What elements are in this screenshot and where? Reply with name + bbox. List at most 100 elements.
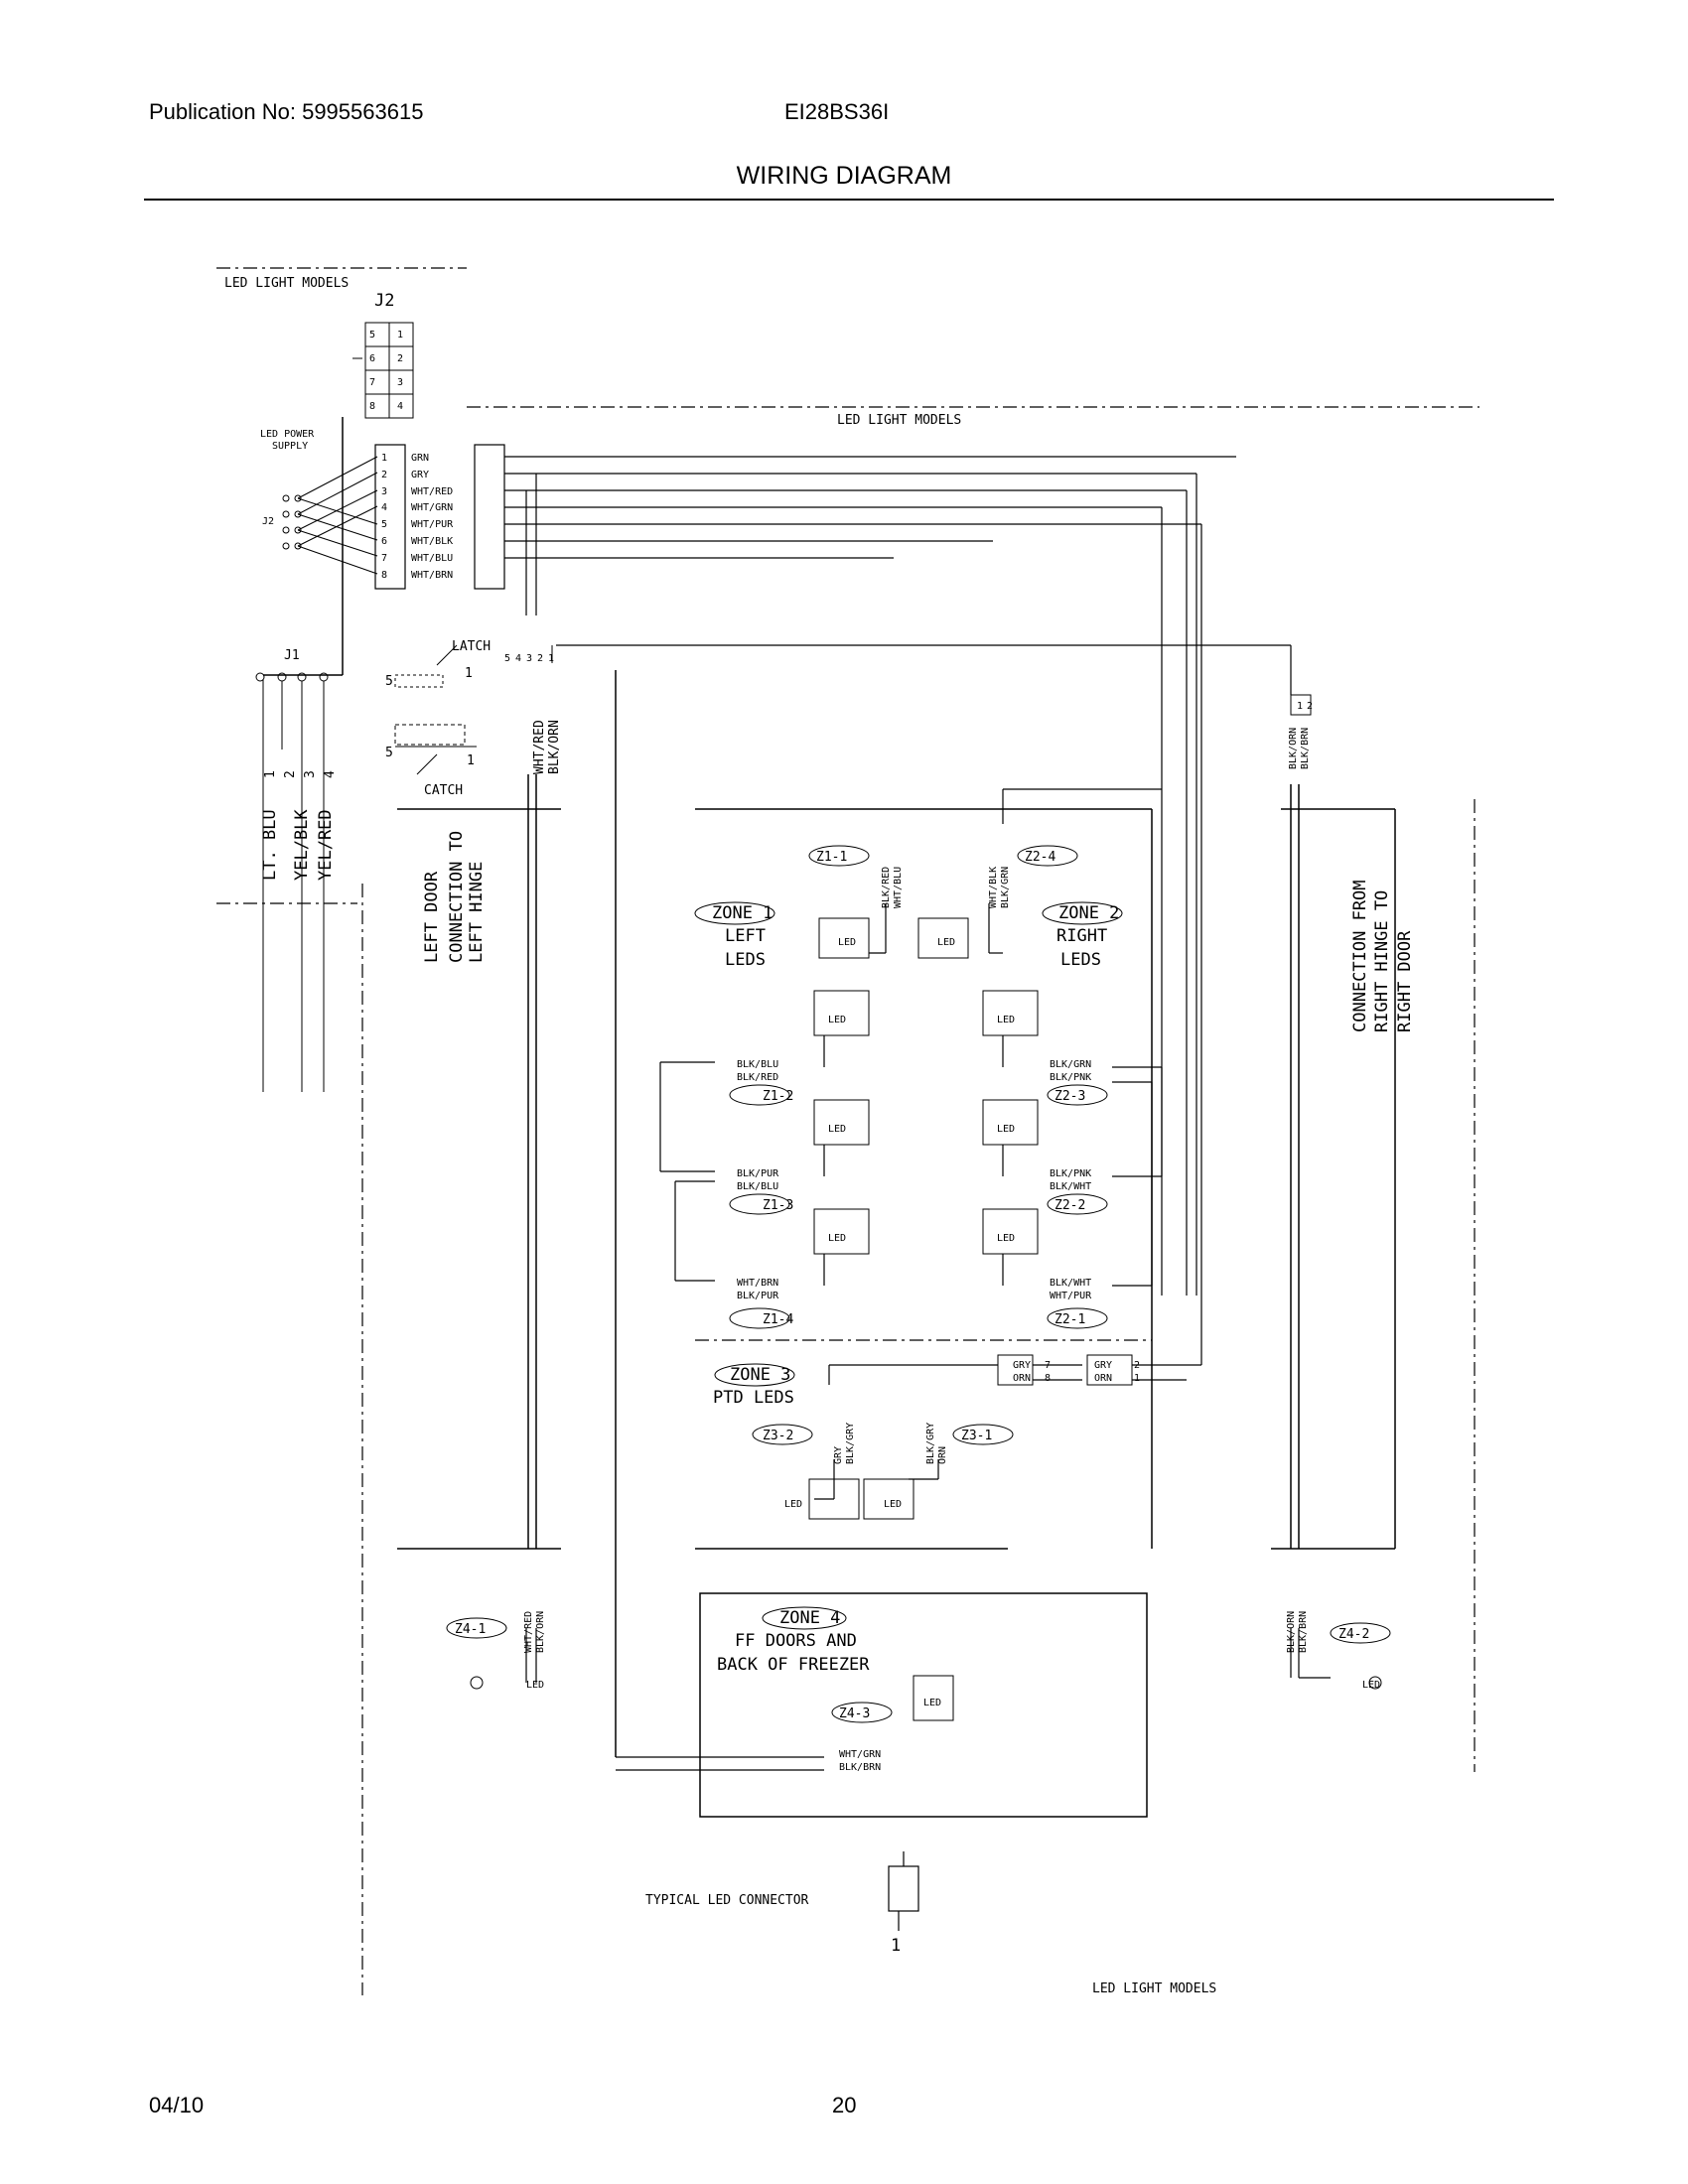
svg-text:WHT/BLK: WHT/BLK [411, 536, 453, 547]
svg-text:2: 2 [283, 770, 298, 778]
publication-number: Publication No: 5995563615 [149, 99, 424, 124]
j1-label: J1 [284, 648, 300, 663]
z4-2-label: Z4-2 [1338, 1627, 1369, 1642]
svg-text:7: 7 [381, 553, 387, 564]
z3-2-bubble [752, 1424, 813, 1445]
svg-text:BLK/BRN: BLK/BRN [1300, 728, 1311, 769]
svg-text:LED: LED [828, 1233, 846, 1244]
svg-text:4: 4 [381, 502, 387, 513]
zone4-sub1: FF DOORS AND [735, 1631, 857, 1651]
z2-1-wire-2: WHT/PUR [1050, 1291, 1092, 1301]
z4-1-bubble [446, 1617, 507, 1639]
z3-orn-b: ORN [1094, 1373, 1112, 1384]
svg-text:GRY: GRY [411, 470, 429, 480]
led-power-label-2: SUPPLY [272, 441, 308, 452]
svg-text:LED: LED [1362, 1680, 1380, 1691]
z2-1-wire-1: BLK/WHT [1050, 1278, 1091, 1289]
j1-terminals [255, 672, 329, 1092]
svg-text:3: 3 [303, 770, 318, 778]
svg-text:WHT/GRN: WHT/GRN [411, 502, 453, 513]
right-hinge-pin-1: 1 [1297, 701, 1303, 712]
j2-pin-2: 2 [397, 353, 403, 364]
supply-harness-block [474, 444, 505, 590]
z4-3-bubble [831, 1702, 893, 1723]
z2-4-bubble [1017, 845, 1078, 867]
svg-text:4: 4 [323, 770, 338, 778]
svg-text:YEL/BLK: YEL/BLK [292, 809, 312, 881]
svg-text:CONNECTION FROM: CONNECTION FROM [1350, 880, 1370, 1032]
j2-pin-8: 8 [369, 401, 375, 412]
svg-text:WHT/BLK: WHT/BLK [988, 867, 999, 908]
j2-pin-6: 6 [369, 353, 375, 364]
z4-3-wire-2: BLK/BRN [839, 1762, 881, 1773]
z3-1-label: Z3-1 [961, 1429, 992, 1443]
svg-text:LED: LED [828, 1015, 846, 1025]
svg-text:GRN: GRN [411, 453, 429, 464]
j2-pin-3: 3 [397, 377, 403, 388]
svg-text:LEFT HINGE: LEFT HINGE [467, 862, 487, 963]
right-door-label: CONNECTION FROM RIGHT HINGE TO RIGHT DOO… [1350, 880, 1415, 1032]
z2-3-wire-1: BLK/GRN [1050, 1059, 1091, 1070]
svg-text:LED: LED [997, 1015, 1015, 1025]
latch-catch-symbols [394, 644, 477, 775]
svg-text:LED: LED [937, 937, 955, 948]
svg-text:LED: LED [884, 1499, 902, 1510]
j2-connector [352, 322, 414, 419]
svg-text:BLK/ORN: BLK/ORN [535, 1611, 546, 1653]
svg-text:LED: LED [838, 937, 856, 948]
svg-text:WHT/BLU: WHT/BLU [411, 553, 453, 564]
z3-gry-b: GRY [1094, 1360, 1112, 1371]
svg-text:8: 8 [381, 570, 387, 581]
svg-text:5: 5 [381, 519, 387, 530]
catch-num-5: 5 [385, 746, 393, 760]
latch-num-5: 5 [385, 674, 393, 689]
z2-3-bubble [1047, 1084, 1108, 1106]
j2-pin-1: 1 [397, 330, 403, 341]
z2-1-label: Z2-1 [1055, 1312, 1085, 1327]
svg-text:WHT/BLU: WHT/BLU [893, 867, 904, 908]
left-door-label: LEFT DOOR CONNECTION TO LEFT HINGE [422, 831, 487, 963]
z4-2-wires: BLK/ORN BLK/BRN [1286, 1611, 1309, 1653]
zone2-bubble [1042, 901, 1123, 925]
svg-text:RIGHT DOOR: RIGHT DOOR [1395, 930, 1415, 1032]
svg-text:1: 1 [548, 653, 554, 664]
svg-text:BLK/GRY: BLK/GRY [845, 1423, 856, 1464]
svg-text:BLK/RED: BLK/RED [881, 867, 892, 908]
z1-2-wire-2: BLK/RED [737, 1072, 778, 1083]
z3-pin-2: 2 [1134, 1360, 1140, 1371]
z1-1-label: Z1-1 [816, 850, 847, 865]
svg-text:LED: LED [784, 1499, 802, 1510]
led-models-label-bottom: LED LIGHT MODELS [1092, 1981, 1216, 1996]
supply-wire-labels: GRN GRY WHT/RED WHT/GRN WHT/PUR WHT/BLK … [411, 453, 454, 581]
led-power-label-1: LED POWER [260, 429, 315, 440]
z3-pin-7: 7 [1045, 1360, 1051, 1371]
zone1-title: ZONE 1 [712, 903, 773, 923]
svg-text:WHT/RED: WHT/RED [523, 1611, 534, 1653]
z1-4-bubble [729, 1307, 790, 1329]
zone3-title: ZONE 3 [730, 1365, 790, 1385]
z3-2-label: Z3-2 [763, 1429, 793, 1443]
z1-3-bubble [729, 1193, 790, 1215]
svg-text:3: 3 [381, 486, 387, 497]
svg-text:3: 3 [526, 653, 532, 664]
zone3-sub: PTD LEDS [713, 1388, 794, 1408]
j1-pins: 1 2 3 4 [263, 770, 338, 778]
typical-connector-label: TYPICAL LED CONNECTOR [645, 1893, 809, 1908]
z4-1-label: Z4-1 [455, 1622, 486, 1637]
z3-orn-a: ORN [1013, 1373, 1031, 1384]
zone1-sub2: LEDS [725, 950, 766, 970]
latch-label: LATCH [452, 639, 491, 654]
zone1-sub1: LEFT [725, 926, 766, 946]
zone2-sub2: LEDS [1060, 950, 1101, 970]
z4-3-label: Z4-3 [839, 1706, 870, 1721]
svg-text:GRY: GRY [833, 1446, 844, 1464]
z1-3-wire-1: BLK/PUR [737, 1168, 779, 1179]
z3-pin-8: 8 [1045, 1373, 1051, 1384]
zone1-2-drops [869, 788, 1162, 954]
zone4-sub2: BACK OF FREEZER [717, 1655, 870, 1675]
j2-pin-4: 4 [397, 401, 403, 412]
latch-num-1: 1 [465, 666, 473, 681]
svg-text:1: 1 [263, 770, 278, 778]
supply-pins: 1 2 3 4 5 6 7 8 [381, 453, 387, 581]
